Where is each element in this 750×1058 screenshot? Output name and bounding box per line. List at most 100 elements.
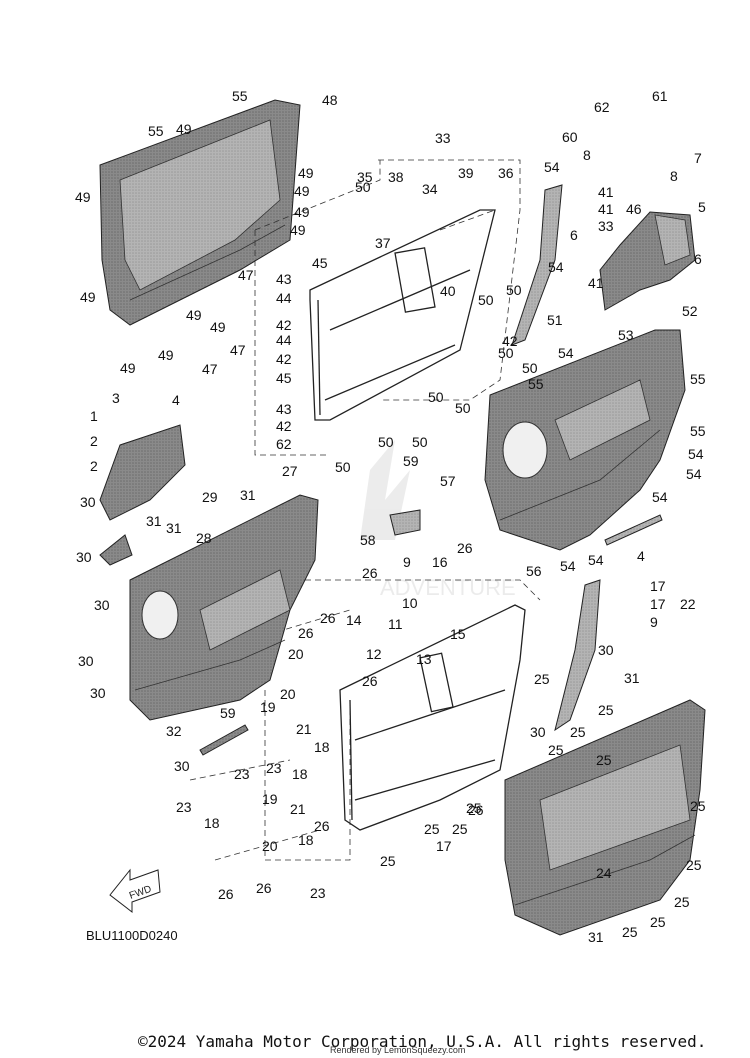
callout-number: 23 (310, 885, 326, 901)
callout-number: 42 (276, 418, 292, 434)
callout-number: 49 (176, 121, 192, 137)
callout-number: 45 (312, 255, 328, 271)
callout-number: 20 (280, 686, 296, 702)
callout-number: 25 (596, 752, 612, 768)
callout-number: 56 (526, 563, 542, 579)
callout-number: 26 (457, 540, 473, 556)
callout-number: 31 (240, 487, 256, 503)
callout-number: 26 (218, 886, 234, 902)
callout-number: 5 (698, 199, 706, 215)
callout-number: 4 (172, 392, 180, 408)
callout-number: 26 (298, 625, 314, 641)
callout-number: 45 (276, 370, 292, 386)
callout-number: 36 (498, 165, 514, 181)
callout-number: 30 (174, 758, 190, 774)
callout-number: 25 (570, 724, 586, 740)
diagram-part-code: BLU1100D0240 (86, 928, 178, 943)
bracket-32 (199, 724, 249, 756)
callout-number: 55 (148, 123, 164, 139)
callout-number: 19 (260, 699, 276, 715)
callout-number: 18 (314, 739, 330, 755)
callout-number: 1 (90, 408, 98, 424)
callout-number: 49 (80, 289, 96, 305)
callout-number: 8 (670, 168, 678, 184)
callout-number: 26 (314, 818, 330, 834)
callout-number: 11 (388, 616, 403, 632)
callout-number: 50 (478, 292, 494, 308)
callout-number: 30 (530, 724, 546, 740)
callout-number: 25 (690, 798, 706, 814)
callout-number: 50 (498, 345, 514, 361)
callout-number: 25 (674, 894, 690, 910)
callout-number: 55 (232, 88, 248, 104)
callout-number: 42 (276, 317, 292, 333)
callout-number: 21 (296, 721, 312, 737)
callout-number: 14 (346, 612, 362, 628)
door-frame-upper (309, 209, 496, 421)
callout-number: 50 (378, 434, 394, 450)
svg-text:ADVENTURE: ADVENTURE (380, 575, 516, 600)
callout-number: 2 (90, 433, 98, 449)
callout-number: 23 (234, 766, 250, 782)
bracket-57 (389, 509, 421, 536)
callout-number: 30 (90, 685, 106, 701)
callout-number: 29 (202, 489, 218, 505)
callout-number: 41 (598, 184, 614, 200)
cover-5 (599, 211, 696, 311)
callout-number: 9 (650, 614, 658, 630)
callout-number: 52 (682, 303, 698, 319)
callout-number: 38 (388, 169, 404, 185)
callout-number: 25 (548, 742, 564, 758)
callout-number: 32 (166, 723, 182, 739)
callout-number: 26 (256, 880, 272, 896)
callout-number: 13 (416, 651, 432, 667)
callout-number: 62 (594, 99, 610, 115)
callout-number: 41 (588, 275, 604, 291)
callout-number: 17 (436, 838, 452, 854)
callout-number: 54 (686, 466, 702, 482)
callout-number: 25 (686, 857, 702, 873)
callout-number: 50 (412, 434, 428, 450)
callout-number: 30 (80, 494, 96, 510)
callout-number: 44 (276, 332, 292, 348)
upper-door-panel-left (99, 99, 301, 326)
callout-number: 2 (90, 458, 98, 474)
callout-number: 49 (75, 189, 91, 205)
callout-number: 43 (276, 401, 292, 417)
forward-direction-arrow-icon: FWD (109, 868, 161, 914)
callout-number: 25 (466, 800, 482, 816)
callout-number: 50 (522, 360, 538, 376)
callout-number: 49 (158, 347, 174, 363)
callout-number: 6 (570, 227, 578, 243)
callout-number: 50 (355, 179, 371, 195)
callout-number: 59 (220, 705, 236, 721)
callout-number: 37 (375, 235, 391, 251)
callout-number: 30 (94, 597, 110, 613)
callout-number: 7 (694, 150, 702, 166)
callout-number: 17 (650, 578, 666, 594)
callout-number: 49 (210, 319, 226, 335)
callout-number: 30 (598, 642, 614, 658)
callout-number: 48 (322, 92, 338, 108)
callout-number: 47 (202, 361, 218, 377)
callout-number: 34 (422, 181, 438, 197)
callout-number: 25 (598, 702, 614, 718)
callout-number: 49 (298, 165, 314, 181)
bracket-46 (511, 184, 563, 346)
callout-number: 62 (276, 436, 292, 452)
callout-number: 49 (294, 204, 310, 220)
callout-number: 31 (166, 520, 182, 536)
callout-number: 4 (637, 548, 645, 564)
callout-number: 49 (294, 183, 310, 199)
callout-number: 54 (558, 345, 574, 361)
callout-number: 17 (650, 596, 666, 612)
callout-number: 26 (362, 673, 378, 689)
callout-number: 42 (502, 333, 518, 349)
callout-number: 6 (694, 251, 702, 267)
callout-number: 25 (534, 671, 550, 687)
rendered-by-note: Rendered by LemonSqueezy.com (330, 1045, 466, 1055)
callout-number: 53 (618, 327, 634, 343)
callout-number: 60 (562, 129, 578, 145)
callout-number: 15 (450, 626, 466, 642)
